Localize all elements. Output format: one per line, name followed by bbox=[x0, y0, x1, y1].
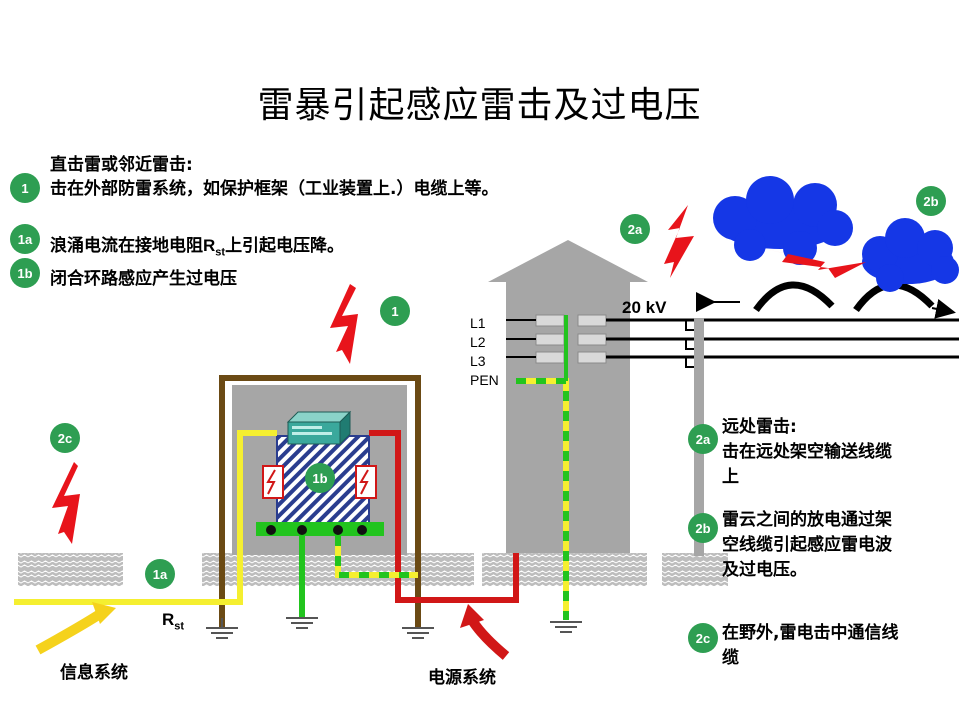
badge-1-diagram: 1 bbox=[380, 296, 410, 326]
badge-2a-diagram: 2a bbox=[620, 214, 650, 244]
info-system-arrow bbox=[35, 609, 103, 655]
lightning-bolt-2c-icon bbox=[52, 462, 80, 544]
badge-1b-diagram: 1b bbox=[305, 463, 335, 493]
lightning-bolt-cloud-icon bbox=[760, 248, 866, 278]
ground-strip-left bbox=[18, 553, 123, 586]
page-title: 雷暴引起感应雷击及过电压 bbox=[257, 85, 702, 126]
surge-protector-right bbox=[355, 465, 377, 499]
badge-2c-note: 2c bbox=[688, 623, 718, 653]
lightning-bolt-2a-icon bbox=[664, 205, 694, 278]
rst-label: Rst bbox=[162, 610, 185, 633]
badge-1-top: 1 bbox=[10, 173, 40, 203]
surge-protector-left bbox=[262, 465, 284, 499]
badge-1a-top: 1a bbox=[10, 224, 40, 254]
label-l3: L3 bbox=[470, 353, 486, 369]
badge-2a-note: 2a bbox=[688, 424, 718, 454]
label-l2: L2 bbox=[470, 334, 486, 350]
note-1b: 闭合环路感应产生过电压 bbox=[50, 269, 237, 289]
equipment-icon bbox=[286, 410, 352, 446]
caption-info-system: 信息系统 bbox=[60, 663, 128, 683]
lightning-bolt-1-icon bbox=[330, 284, 358, 364]
note-2b-line2: 空线缆引起感应雷电波 bbox=[722, 535, 892, 555]
note-2b-line1: 雷云之间的放电通过架 bbox=[722, 510, 892, 530]
note-2a-line1: 远处雷击: bbox=[722, 417, 797, 437]
voltage-label: 20 kV bbox=[622, 298, 667, 317]
badge-2c-diagram: 2c bbox=[50, 423, 80, 453]
ground-strip-far bbox=[662, 553, 728, 586]
note-1-line2: 击在外部防雷系统，如保护框架（工业装置上.）电缆上等。 bbox=[50, 179, 499, 199]
caption-power-system: 电源系统 bbox=[428, 668, 496, 688]
note-2b-line3: 及过电压。 bbox=[722, 560, 807, 580]
earth-symbols bbox=[206, 617, 582, 639]
note-2c-line2: 缆 bbox=[722, 648, 739, 668]
pen-conductor bbox=[335, 536, 418, 578]
substation-roof bbox=[488, 240, 648, 282]
thundercloud-right-icon bbox=[862, 218, 959, 292]
badge-2b-diagram: 2b bbox=[916, 186, 946, 216]
label-l1: L1 bbox=[470, 315, 486, 331]
power-system-arrow bbox=[467, 617, 510, 660]
thundercloud-left-icon bbox=[713, 176, 853, 265]
note-2c-line1: 在野外,雷电击中通信线 bbox=[722, 623, 899, 643]
note-1-line1: 直击雷或邻近雷击: bbox=[50, 155, 193, 175]
wave-arrow-right bbox=[931, 299, 956, 319]
note-2a-line3: 上 bbox=[722, 467, 739, 487]
induced-wave-left bbox=[753, 281, 835, 313]
overhead-lines bbox=[606, 318, 959, 359]
info-cable bbox=[14, 430, 277, 605]
protection-frame bbox=[219, 375, 421, 628]
note-1a: 浪涌电流在接地电阻Rst上引起电压降。 bbox=[50, 236, 345, 259]
badge-2b-note: 2b bbox=[688, 513, 718, 543]
note-2a-line2: 击在远处架空输送线缆 bbox=[722, 442, 892, 462]
badge-1b-top: 1b bbox=[10, 258, 40, 288]
equipotential-bar bbox=[256, 522, 384, 536]
label-pen: PEN bbox=[470, 372, 499, 388]
badge-1a-diagram: 1a bbox=[145, 559, 175, 589]
